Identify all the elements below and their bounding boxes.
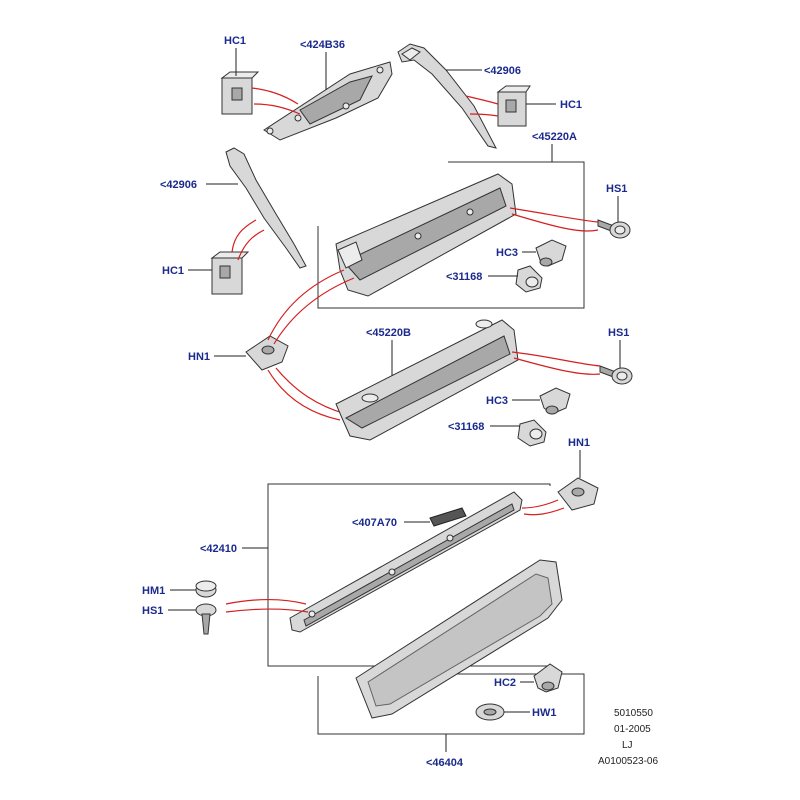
clip-31168-b	[517, 419, 547, 447]
label-45220a: <45220A	[532, 131, 577, 143]
connector-45220a-to-hs1	[509, 207, 599, 223]
label-hc2: HC2	[494, 677, 516, 689]
connector-hc1-left-to-424b36-2	[253, 103, 301, 115]
clip-hc1-top-left	[220, 71, 260, 115]
label-424b36: <424B36	[300, 39, 345, 51]
cap-hm1	[195, 580, 217, 598]
carpet-mat-46404	[355, 559, 563, 719]
label-31168-a: <31168	[446, 271, 482, 283]
group-box-46404	[317, 673, 585, 735]
label-hc3-b: HC3	[486, 395, 508, 407]
washer-hw1	[475, 703, 505, 721]
connector-hn1-to-42410-2	[523, 507, 565, 516]
connector-hn1-to-45220a	[267, 269, 345, 341]
label-45220b: <45220B	[366, 327, 411, 339]
connector-hc1-to-42906-left-2	[237, 229, 265, 261]
label-hc1-top-left: HC1	[224, 35, 246, 47]
connector-45220a-to-hs1-2	[511, 213, 599, 232]
clip-hc3-b	[539, 387, 571, 415]
sill-trim-42410	[289, 491, 523, 633]
label-hn1-right: HN1	[568, 437, 590, 449]
label-hs1-c: HS1	[142, 605, 163, 617]
connector-hs1-to-42410	[225, 598, 307, 605]
screw-hs1-a	[597, 219, 631, 239]
nut-hn1-right	[557, 477, 599, 511]
label-31168-b: <31168	[448, 421, 484, 433]
footer-line-2: 01-2005	[614, 724, 651, 735]
connector-hn1-to-42410	[521, 499, 559, 509]
footer-line-3: LJ	[622, 740, 633, 751]
clip-31168-a	[515, 265, 543, 293]
label-hm1: HM1	[142, 585, 165, 597]
label-hc3-a: HC3	[496, 247, 518, 259]
connector-hn1-to-45220b-2	[267, 369, 341, 421]
connector-45220b-to-hs1	[511, 351, 601, 367]
label-42906-left: <42906	[160, 179, 197, 191]
clip-hc1-left	[210, 251, 250, 295]
pillar-trim-42906-top	[397, 43, 497, 149]
label-hc1-left: HC1	[162, 265, 184, 277]
trim-panel-45220a	[335, 173, 517, 297]
connector-hn1-to-45220b	[275, 367, 347, 415]
group-box-42410	[267, 483, 551, 667]
badge-407a70	[429, 507, 467, 527]
connector-45220b-to-hs1-2	[513, 357, 601, 375]
connector-hc1-to-42906-left	[231, 219, 257, 253]
trim-panel-424b36	[263, 61, 393, 141]
screw-hs1-b	[599, 365, 633, 385]
trim-panel-45220b	[335, 319, 519, 441]
pillar-trim-42906-left	[225, 147, 307, 269]
connector-hc1-right-to-42906	[465, 95, 499, 105]
screw-hs1-c	[195, 603, 217, 635]
label-hs1-a: HS1	[606, 183, 627, 195]
label-hs1-b: HS1	[608, 327, 629, 339]
connector-hc1-right-to-42906-2	[469, 113, 499, 117]
nut-hn1-left	[245, 335, 289, 371]
label-hn1-left: HN1	[188, 351, 210, 363]
label-46404: <46404	[426, 757, 464, 769]
label-407a70: <407A70	[352, 517, 397, 529]
label-42410: <42410	[200, 543, 237, 555]
clip-hc1-top-right	[496, 85, 531, 127]
footer-line-4: A0100523-06	[598, 756, 658, 767]
connector-hn1-to-45220a-2	[273, 277, 355, 345]
clip-hc2	[533, 663, 563, 693]
label-42906-top: <42906	[484, 65, 521, 77]
label-hc1-top-right: HC1	[560, 99, 582, 111]
group-box-45220a	[317, 161, 585, 309]
connector-hs1-to-42410-2	[225, 608, 309, 613]
connector-hc1-left-to-424b36	[251, 87, 299, 105]
clip-hc3-a	[535, 239, 567, 267]
footer-line-1: 5010550	[614, 708, 653, 719]
label-hw1: HW1	[532, 707, 556, 719]
